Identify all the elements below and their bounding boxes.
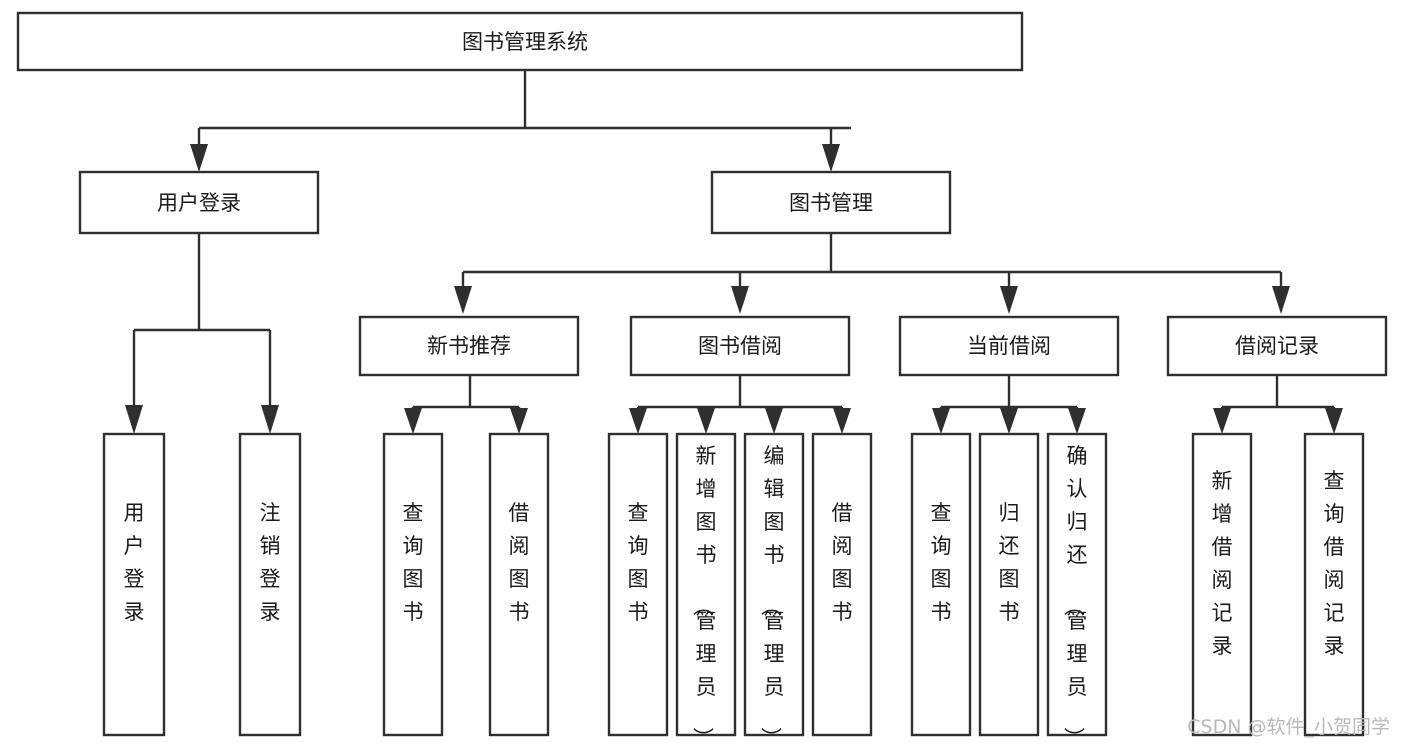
node-leaf-edit-book[interactable]: 编辑图书（管理员） — [743, 432, 805, 747]
node-leaf-query-book-1-box[interactable] — [382, 432, 444, 737]
arrow-head-leaf-query-book-2 — [629, 408, 647, 434]
node-current-borrow-label: 当前借阅 — [967, 334, 1051, 358]
node-root[interactable]: 图书管理系统 — [16, 11, 1024, 72]
arrow-head-leaf-query-book-1 — [404, 408, 422, 434]
node-leaf-add-record[interactable]: 新增借阅记录 — [1191, 432, 1253, 737]
node-leaf-edit-book-label: 编辑图书（管理员） — [759, 444, 785, 747]
node-leaf-query-book-2[interactable]: 查询图书 — [607, 432, 669, 737]
node-current-borrow-box[interactable] — [898, 315, 1120, 377]
node-leaf-borrow-book-1-box[interactable] — [488, 432, 550, 737]
arrow-head-book-borrow — [731, 286, 749, 314]
node-borrow-record[interactable]: 借阅记录 — [1166, 315, 1388, 377]
node-borrow-record-label: 借阅记录 — [1235, 334, 1319, 358]
node-leaf-add-record-label: 新增借阅记录 — [1212, 469, 1233, 658]
csdn-watermark: CSDN @软件_小贺同学 — [1187, 716, 1390, 738]
node-root-box[interactable] — [16, 11, 1024, 72]
node-leaf-return-book-label: 归还图书 — [999, 501, 1020, 624]
node-leaf-query-book-3-label: 查询图书 — [931, 501, 952, 624]
arrow-head-leaf-add-book — [697, 408, 715, 434]
node-book-borrow-box[interactable] — [629, 315, 851, 377]
node-borrow-record-box[interactable] — [1166, 315, 1388, 377]
node-new-book-recommend-box[interactable] — [358, 315, 580, 377]
node-leaf-user-login[interactable]: 用户登录 — [102, 432, 166, 737]
node-leaf-query-book-2-label: 查询图书 — [628, 501, 649, 624]
arrow-head-book-manage — [822, 144, 840, 172]
node-user-login[interactable]: 用户登录 — [78, 170, 320, 235]
node-leaf-query-book-3[interactable]: 查询图书 — [910, 432, 972, 737]
arrow-head-leaf-query-record — [1325, 408, 1343, 434]
arrow-head-leaf-user-logout — [261, 405, 279, 434]
node-leaf-query-record-box[interactable] — [1303, 432, 1365, 737]
node-leaf-return-book[interactable]: 归还图书 — [978, 432, 1040, 737]
node-leaf-add-book[interactable]: 新增图书（管理员） — [675, 432, 737, 747]
node-leaf-confirm-return[interactable]: 确认归还（管理员） — [1046, 432, 1108, 747]
arrow-head-leaf-borrow-book-2 — [833, 408, 851, 434]
node-leaf-query-book-1-label: 查询图书 — [403, 501, 424, 624]
node-leaf-borrow-book-1-label: 借阅图书 — [509, 501, 530, 624]
node-leaf-user-login-box[interactable] — [102, 432, 166, 737]
node-leaf-add-book-box[interactable] — [675, 432, 737, 737]
node-leaf-borrow-book-2[interactable]: 借阅图书 — [811, 432, 873, 737]
node-root-label: 图书管理系统 — [462, 30, 588, 54]
arrow-head-leaf-user-login — [125, 405, 143, 434]
node-leaf-query-book-3-box[interactable] — [910, 432, 972, 737]
node-user-login-box[interactable] — [78, 170, 320, 235]
node-book-borrow-label: 图书借阅 — [698, 334, 782, 358]
node-user-login-label: 用户登录 — [157, 191, 241, 215]
node-leaf-borrow-book-2-label: 借阅图书 — [832, 501, 853, 624]
arrow-head-leaf-add-record — [1213, 408, 1231, 434]
node-leaf-user-logout-box[interactable] — [238, 432, 302, 737]
node-leaf-return-book-box[interactable] — [978, 432, 1040, 737]
node-leaf-add-book-label: 新增图书（管理员） — [691, 444, 717, 747]
node-leaf-add-record-box[interactable] — [1191, 432, 1253, 737]
node-book-borrow[interactable]: 图书借阅 — [629, 315, 851, 377]
node-leaf-query-book-1[interactable]: 查询图书 — [382, 432, 444, 737]
arrow-head-borrow-record — [1272, 286, 1290, 314]
node-current-borrow[interactable]: 当前借阅 — [898, 315, 1120, 377]
connector-layer — [125, 70, 1343, 434]
arrow-head-leaf-query-book-3 — [932, 408, 950, 434]
node-new-book-recommend[interactable]: 新书推荐 — [358, 315, 580, 377]
arrow-head-new-book-recommend — [454, 286, 472, 314]
node-book-manage[interactable]: 图书管理 — [710, 170, 952, 235]
arrow-head-leaf-confirm-return — [1068, 408, 1086, 434]
node-leaf-user-logout-label: 注销登录 — [260, 501, 281, 624]
arrow-head-current-borrow — [1000, 286, 1018, 314]
node-new-book-recommend-label: 新书推荐 — [427, 334, 511, 358]
arrow-head-leaf-borrow-book-1 — [510, 408, 528, 434]
node-leaf-query-book-2-box[interactable] — [607, 432, 669, 737]
node-leaf-query-record-label: 查询借阅记录 — [1324, 469, 1345, 658]
node-leaf-confirm-return-box[interactable] — [1046, 432, 1108, 737]
node-leaf-user-logout[interactable]: 注销登录 — [238, 432, 302, 737]
node-leaf-query-record[interactable]: 查询借阅记录 — [1303, 432, 1365, 737]
arrow-head-user-login — [190, 144, 208, 172]
node-leaf-confirm-return-label: 确认归还（管理员） — [1062, 444, 1088, 747]
node-book-manage-label: 图书管理 — [789, 191, 873, 215]
node-leaf-user-login-label: 用户登录 — [124, 501, 145, 624]
node-book-manage-box[interactable] — [710, 170, 952, 235]
arrow-head-leaf-edit-book — [765, 408, 783, 434]
node-leaf-borrow-book-2-box[interactable] — [811, 432, 873, 737]
node-leaf-edit-book-box[interactable] — [743, 432, 805, 737]
node-leaf-borrow-book-1[interactable]: 借阅图书 — [488, 432, 550, 737]
arrow-head-leaf-return-book — [1000, 408, 1018, 434]
